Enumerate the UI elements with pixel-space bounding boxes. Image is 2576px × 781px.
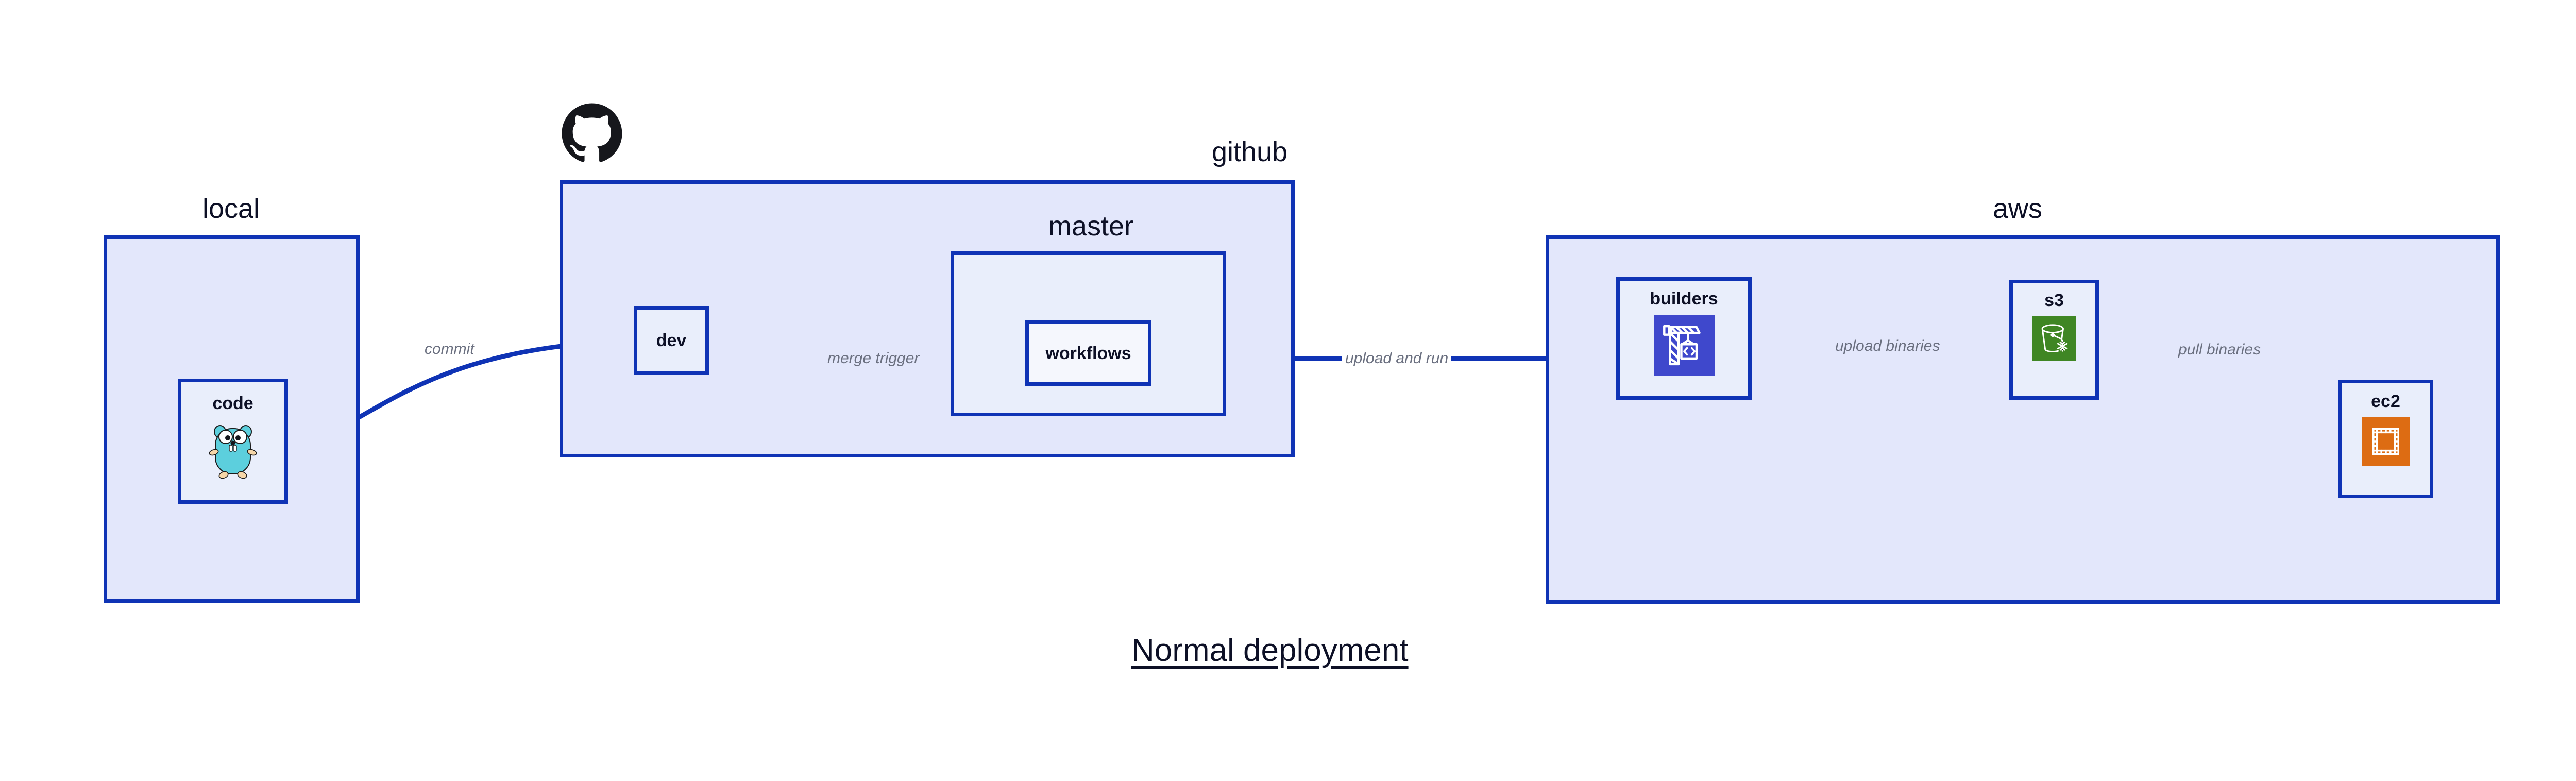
node-label-workflows: workflows bbox=[1045, 343, 1131, 363]
node-label-dev: dev bbox=[656, 331, 687, 350]
edge-label-pull-binaries: pull binaries bbox=[2175, 342, 2264, 358]
aws-s3-glacier-icon bbox=[2032, 316, 2076, 363]
node-label-builders: builders bbox=[1650, 289, 1718, 309]
group-label-master: master bbox=[1048, 211, 1134, 242]
node-workflows[interactable]: workflows bbox=[1025, 320, 1151, 386]
aws-codebuild-icon bbox=[1653, 315, 1715, 378]
group-label-github: github bbox=[1212, 137, 1288, 167]
node-builders[interactable]: builders bbox=[1616, 277, 1752, 400]
github-mark-icon bbox=[561, 102, 623, 167]
edge-label-upload-and-run: upload and run bbox=[1342, 351, 1452, 366]
go-gopher-icon bbox=[208, 420, 258, 484]
node-ec2[interactable]: ec2 bbox=[2338, 380, 2433, 498]
aws-ec2-icon bbox=[2361, 417, 2410, 468]
edge-label-commit: commit bbox=[421, 342, 478, 357]
node-code[interactable]: code bbox=[178, 379, 288, 504]
edge-label-upload-binaries: upload binaries bbox=[1832, 338, 1943, 354]
diagram-title: Normal deployment bbox=[1131, 633, 1409, 668]
node-label-ec2: ec2 bbox=[2371, 392, 2400, 411]
node-dev[interactable]: dev bbox=[634, 306, 709, 375]
group-label-aws: aws bbox=[1993, 193, 2043, 224]
edge-label-merge-trigger: merge trigger bbox=[824, 351, 923, 366]
node-label-code: code bbox=[212, 394, 253, 413]
node-label-s3: s3 bbox=[2044, 291, 2064, 310]
group-label-local: local bbox=[202, 193, 260, 224]
node-s3[interactable]: s3 bbox=[2009, 280, 2099, 400]
